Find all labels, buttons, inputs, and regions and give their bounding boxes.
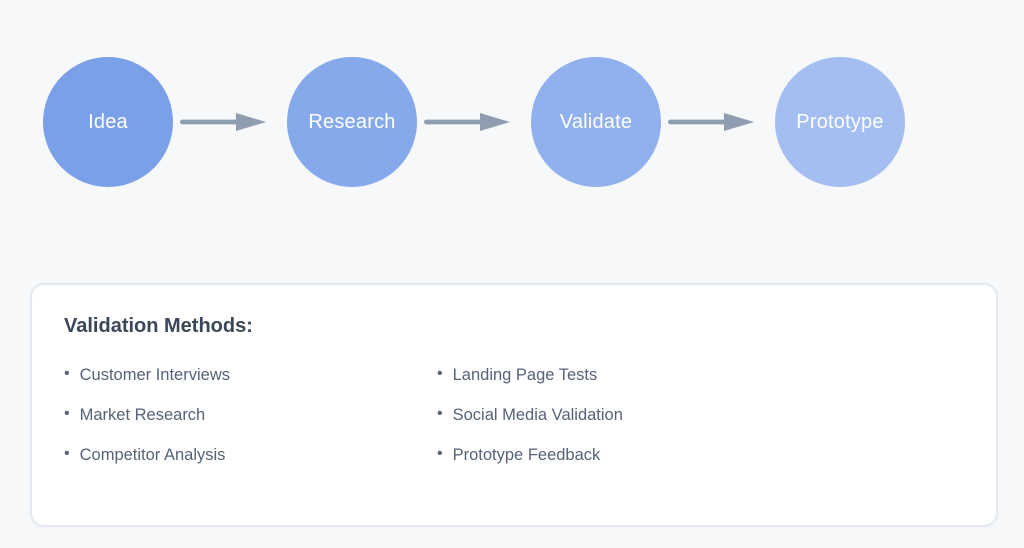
validation-methods-card: Validation Methods: • Customer Interview…: [30, 283, 998, 527]
flow-step-research: Research: [287, 57, 417, 187]
method-label: Competitor Analysis: [79, 445, 226, 464]
methods-column-left: • Customer Interviews • Market Research …: [64, 355, 437, 475]
card-heading: Validation Methods:: [64, 315, 253, 337]
list-item: • Customer Interviews: [64, 355, 437, 395]
list-item: • Competitor Analysis: [64, 435, 437, 475]
methods-column-right: • Landing Page Tests • Social Media Vali…: [437, 355, 623, 475]
bullet-icon: •: [437, 405, 443, 422]
method-label: Landing Page Tests: [452, 365, 598, 384]
list-item: • Prototype Feedback: [437, 435, 623, 475]
list-item: • Landing Page Tests: [437, 355, 623, 395]
arrow-right-icon: [180, 113, 266, 131]
flow-step-label: Validate: [559, 110, 633, 133]
bullet-icon: •: [64, 365, 70, 382]
flow-step-validate: Validate: [531, 57, 661, 187]
list-item: • Market Research: [64, 395, 437, 435]
methods-list: • Customer Interviews • Market Research …: [64, 355, 964, 475]
arrow-right-icon: [668, 113, 754, 131]
flow-step-label: Research: [308, 110, 396, 133]
flow-diagram: Idea Research Validate Prototype: [0, 0, 1024, 260]
list-item: • Social Media Validation: [437, 395, 623, 435]
flow-step-label: Idea: [88, 110, 128, 133]
bullet-icon: •: [437, 365, 443, 382]
method-label: Prototype Feedback: [452, 445, 601, 464]
flow-step-prototype: Prototype: [775, 57, 905, 187]
arrow-right-icon: [424, 113, 510, 131]
bullet-icon: •: [64, 445, 70, 462]
method-label: Social Media Validation: [452, 405, 623, 424]
method-label: Market Research: [79, 405, 206, 424]
flow-step-label: Prototype: [796, 110, 884, 133]
flow-step-idea: Idea: [43, 57, 173, 187]
bullet-icon: •: [437, 445, 443, 462]
method-label: Customer Interviews: [79, 365, 230, 384]
bullet-icon: •: [64, 405, 70, 422]
